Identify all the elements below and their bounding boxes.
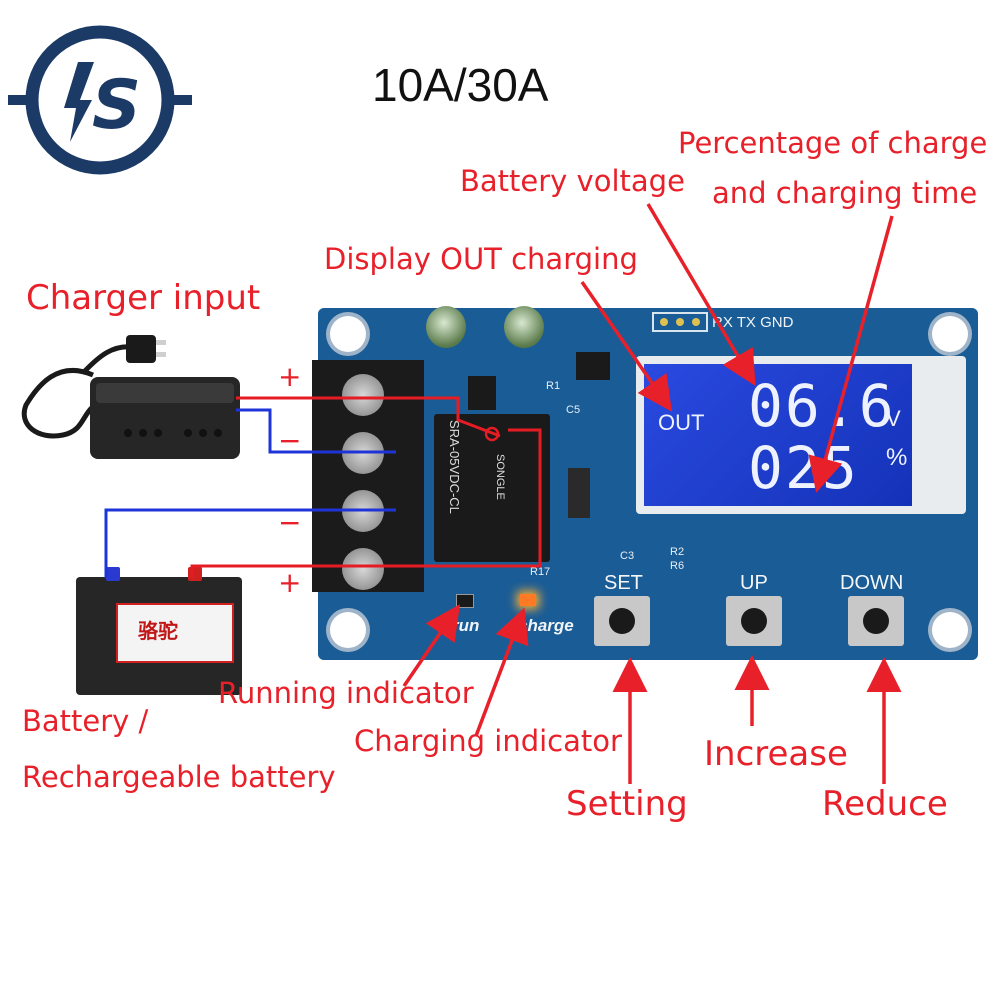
capacitor-2 xyxy=(504,306,544,348)
battery-negative-terminal xyxy=(106,567,120,581)
silk-r6: R6 xyxy=(670,560,685,572)
silk-c5: C5 xyxy=(566,404,581,416)
terminal-screw-4 xyxy=(342,548,384,590)
label-battery-line1: Battery / xyxy=(22,704,149,738)
set-button[interactable] xyxy=(594,596,650,646)
arrow-battery-voltage xyxy=(646,203,756,387)
mount-hole-top-left xyxy=(330,316,366,352)
button-up-label: UP xyxy=(740,572,768,594)
led-charge-label: charge xyxy=(518,616,574,635)
label-percentage-line1: Percentage of charge xyxy=(678,126,988,160)
lcd-percent-unit: % xyxy=(886,444,908,471)
terminal-plus-top: + xyxy=(278,360,302,393)
smd-component xyxy=(568,468,590,518)
diode xyxy=(468,376,496,410)
lcd-voltage-unit: V xyxy=(886,406,901,431)
terminal-screw-1 xyxy=(342,374,384,416)
brand-logo: S xyxy=(8,25,192,175)
terminal-minus-upper: − xyxy=(278,424,302,457)
label-running-indicator: Running indicator xyxy=(218,676,474,710)
terminal-minus-lower: − xyxy=(278,506,302,539)
button-down-label: DOWN xyxy=(840,572,904,594)
wire-battery-negative xyxy=(104,508,396,578)
ic-chip xyxy=(576,352,610,380)
label-increase: Increase xyxy=(704,734,848,774)
wire-battery-positive xyxy=(190,428,542,578)
label-setting: Setting xyxy=(566,784,688,824)
battery: 骆驼 xyxy=(76,565,242,695)
relay-contact xyxy=(484,426,500,442)
silk-r1: R1 xyxy=(546,380,561,392)
label-reduce: Reduce xyxy=(822,784,948,824)
mount-hole-bottom-right xyxy=(932,612,968,648)
arrow-percentage xyxy=(808,215,894,493)
lcd-screen: OUT 06.6 V 025 % xyxy=(644,364,912,506)
mount-hole-top-right xyxy=(932,316,968,352)
pcb-board: RX TX GND SONGLE SRA-05VDC-CL C3 R2 R6 R… xyxy=(312,306,978,660)
capacitor-1 xyxy=(426,306,466,348)
wire-charger-positive xyxy=(236,396,501,438)
lcd-out: OUT xyxy=(658,410,705,435)
silk-r17: R17 xyxy=(530,566,551,578)
led-charge xyxy=(520,594,536,606)
silk-c3: C3 xyxy=(620,550,635,562)
arrow-charging-indicator xyxy=(474,607,529,737)
battery-sticker-text: 骆驼 xyxy=(138,619,178,643)
svg-text:S: S xyxy=(92,66,141,145)
led-run xyxy=(456,594,474,608)
charger-adapter xyxy=(21,335,240,459)
battery-sticker: 骆驼 xyxy=(116,603,234,663)
lcd-voltage: 06.6 xyxy=(748,372,896,440)
page-title: 10A/30A xyxy=(372,59,549,111)
label-charger-input: Charger input xyxy=(26,278,261,318)
silk-r2: R2 xyxy=(670,546,685,558)
down-button[interactable] xyxy=(848,596,904,646)
up-button[interactable] xyxy=(726,596,782,646)
header-pins xyxy=(652,312,708,332)
label-display-out: Display OUT charging xyxy=(324,242,638,276)
wire-charger-negative xyxy=(236,408,396,454)
label-charging-indicator: Charging indicator xyxy=(354,724,622,758)
label-percentage-line2: and charging time xyxy=(712,176,978,210)
relay: SONGLE SRA-05VDC-CL xyxy=(434,414,550,562)
terminal-plus-bottom: + xyxy=(278,566,302,599)
label-battery-voltage: Battery voltage xyxy=(460,164,685,198)
arrow-running-indicator xyxy=(402,604,460,687)
button-set-label: SET xyxy=(604,572,643,594)
mount-hole-bottom-left xyxy=(330,612,366,648)
header-pins-label: RX TX GND xyxy=(712,314,794,331)
label-battery-line2: Rechargeable battery xyxy=(22,760,336,794)
arrow-display-out xyxy=(580,281,672,412)
